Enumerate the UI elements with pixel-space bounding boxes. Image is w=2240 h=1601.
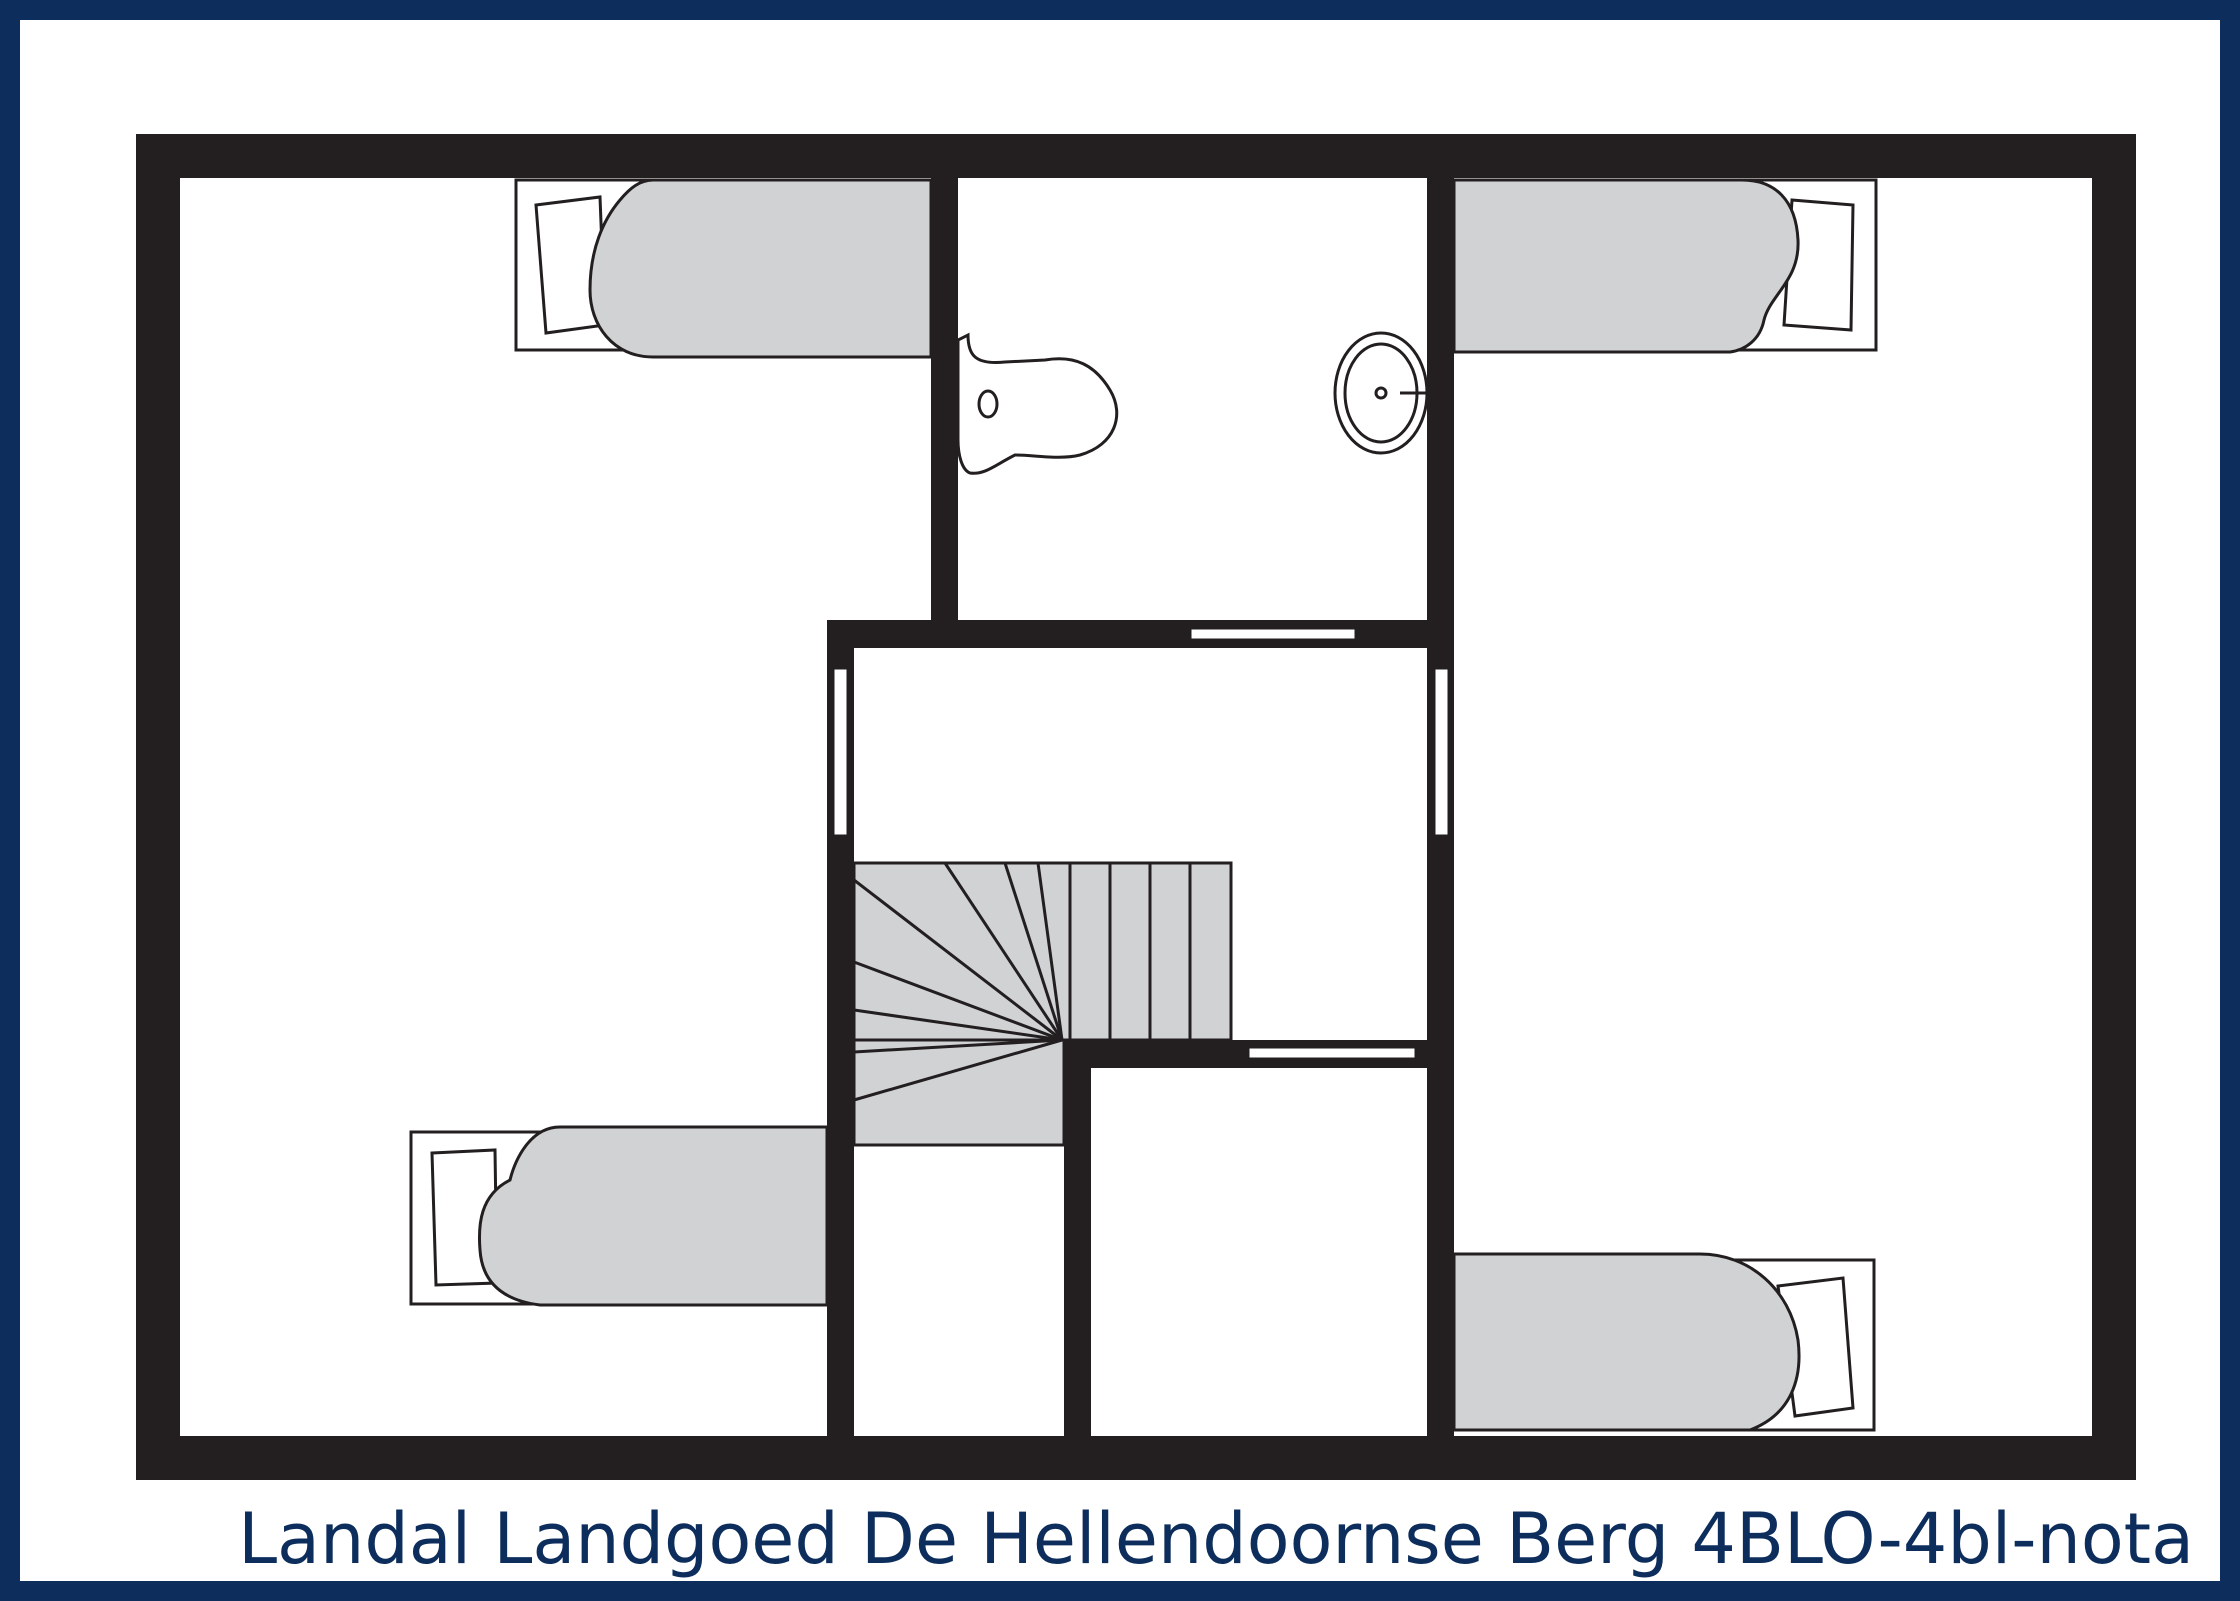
caption: Landal Landgoed De Hellendoornse Berg 4B… (238, 1498, 2194, 1580)
staircase (852, 861, 1233, 1147)
toilet (956, 332, 1119, 475)
bed-top-left (514, 178, 933, 359)
bed-bottom-left (409, 1125, 829, 1307)
bed-bottom-right (1452, 1252, 1876, 1432)
bed-top-right (1452, 178, 1878, 354)
door-openings (831, 626, 1451, 1061)
sink (1333, 331, 1429, 455)
outer-wall (136, 134, 2136, 1480)
